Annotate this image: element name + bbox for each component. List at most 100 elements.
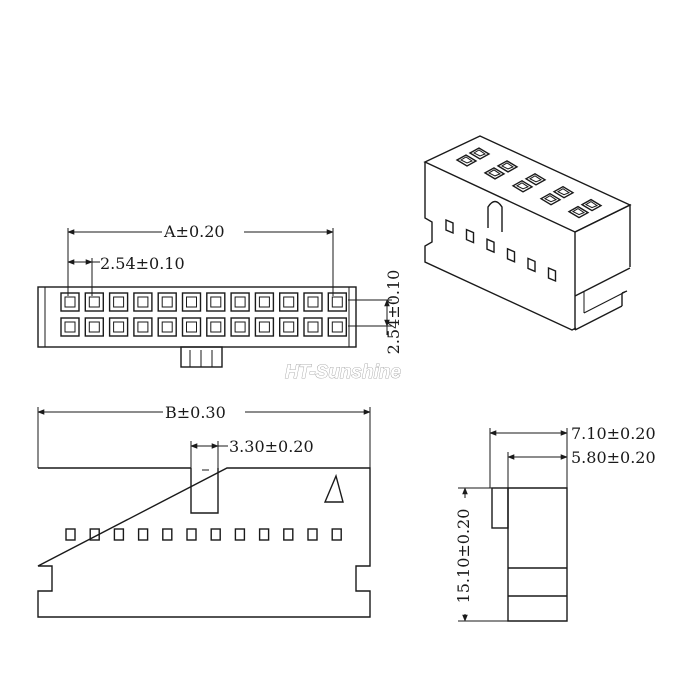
dim-side-inner-label: 5.80±0.20	[571, 448, 656, 467]
dim-top-pitch-label: 2.54±0.10	[100, 254, 185, 273]
iso-hole	[455, 154, 478, 167]
iso-hole	[496, 160, 519, 173]
top-hole-inner	[210, 296, 222, 308]
top-hole	[84, 292, 105, 312]
top-hole-inner	[88, 296, 100, 308]
top-hole-inner	[258, 321, 270, 333]
dim-side-height: 15.10±0.20	[452, 487, 508, 622]
dim-row-pitch-label: 2.54±0.10	[384, 270, 403, 355]
side-view	[491, 487, 568, 622]
front-slot	[162, 528, 173, 541]
iso-hole-inner	[459, 156, 474, 164]
front-view	[37, 467, 371, 618]
top-hole-inner	[161, 321, 173, 333]
iso-side-slot	[506, 247, 516, 263]
top-hole	[327, 317, 347, 337]
top-hole	[279, 317, 299, 337]
dim-a-label: A±0.20	[163, 222, 225, 241]
top-hole-inner	[234, 321, 246, 333]
top-hole-inner	[64, 296, 76, 308]
top-hole	[108, 317, 129, 337]
iso-hole	[552, 185, 575, 199]
top-hole	[157, 292, 177, 312]
dim-b-label: B±0.30	[165, 403, 226, 422]
dim-row-pitch: 2.54±0.10	[348, 270, 403, 355]
iso-hole-inner	[571, 208, 586, 216]
top-hole	[303, 292, 323, 312]
dim-side-outer: 7.10±0.20	[489, 424, 656, 488]
top-hole-inner	[283, 296, 295, 308]
top-hole	[133, 317, 153, 337]
front-slot	[89, 528, 100, 541]
iso-side-slot	[445, 218, 454, 235]
top-hole-inner	[113, 296, 125, 308]
top-hole	[60, 317, 80, 337]
top-hole	[181, 292, 202, 312]
dim-side-outer-label: 7.10±0.20	[571, 424, 656, 443]
top-hole	[60, 292, 80, 312]
top-hole-inner	[137, 296, 149, 308]
top-hole	[181, 317, 202, 337]
front-slot	[186, 528, 197, 541]
iso-side-slot	[547, 266, 557, 283]
top-hole	[230, 292, 250, 312]
top-hole-inner	[234, 296, 246, 308]
top-hole-inner	[331, 296, 343, 308]
iso-hole-inner	[528, 175, 543, 183]
front-slot	[113, 528, 125, 541]
watermark: HT-Sunshine	[285, 362, 402, 383]
top-hole-inner	[186, 296, 197, 308]
top-hole	[206, 317, 226, 337]
iso-hole-inner	[543, 195, 558, 203]
top-hole	[133, 292, 153, 312]
iso-side-slot	[527, 257, 536, 273]
front-slot	[283, 528, 294, 541]
iso-hole-inner	[584, 201, 599, 209]
iso-hole	[524, 172, 547, 186]
top-view-holes	[60, 292, 347, 337]
top-hole-inner	[210, 321, 222, 333]
iso-view-holes	[455, 147, 603, 219]
iso-hole	[539, 192, 562, 206]
iso-view	[423, 135, 632, 331]
iso-hole	[511, 179, 534, 193]
top-hole	[230, 317, 250, 337]
front-slot	[210, 528, 221, 541]
top-hole-inner	[113, 321, 125, 333]
dim-side-height-label: 15.10±0.20	[454, 509, 473, 604]
top-hole	[327, 292, 347, 312]
front-slot	[137, 528, 149, 541]
top-hole-inner	[186, 321, 197, 333]
iso-hole-inner	[472, 149, 487, 157]
front-slot	[307, 528, 318, 541]
top-hole-inner	[88, 321, 100, 333]
iso-view-side-slots	[445, 218, 557, 283]
iso-side-slot	[465, 228, 475, 244]
side-view-tab	[491, 487, 509, 529]
iso-hole	[468, 147, 491, 160]
front-view-slots	[65, 528, 342, 541]
top-hole-inner	[307, 296, 319, 308]
top-hole	[303, 317, 323, 337]
top-hole	[254, 292, 275, 312]
dim-top-pitch: 2.54±0.10	[67, 254, 185, 296]
iso-hole-inner	[556, 188, 571, 196]
top-hole	[206, 292, 226, 312]
iso-side-slot	[486, 238, 495, 254]
iso-hole	[580, 198, 603, 212]
top-hole-inner	[64, 321, 76, 333]
top-hole-inner	[137, 321, 149, 333]
iso-hole-inner	[515, 182, 530, 190]
iso-view-latch	[487, 200, 503, 232]
top-hole-inner	[161, 296, 173, 308]
top-hole	[157, 317, 177, 337]
top-hole-inner	[331, 321, 343, 333]
front-slot	[234, 528, 246, 541]
front-slot	[65, 528, 76, 541]
front-slot	[331, 528, 342, 541]
iso-hole-inner	[500, 162, 515, 170]
dim-a: A±0.20	[67, 221, 334, 296]
top-view	[37, 286, 357, 368]
top-hole-inner	[283, 321, 295, 333]
